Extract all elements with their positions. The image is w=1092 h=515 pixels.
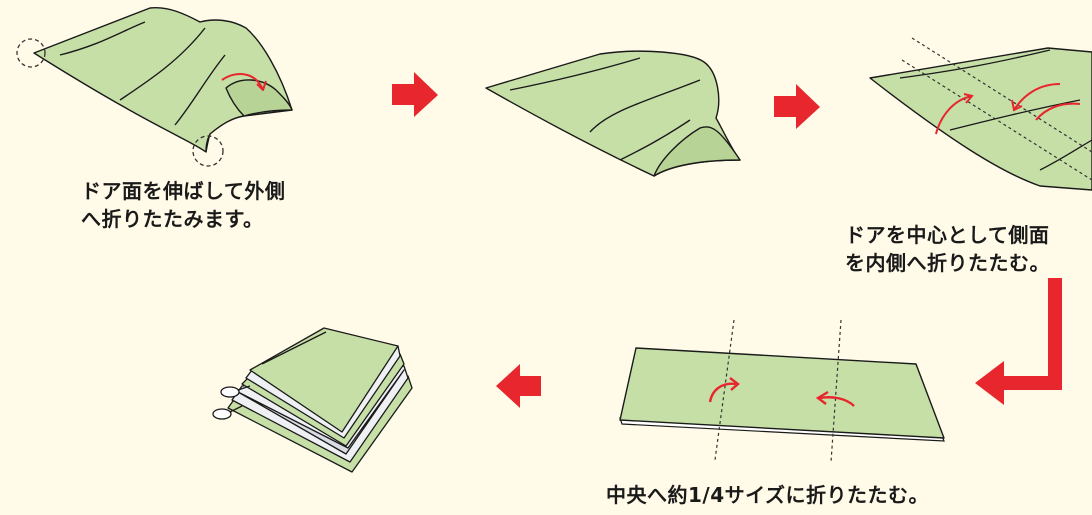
step4-fold-arrows [708,377,855,407]
next-arrow-1 [392,72,438,117]
next-arrow-3 [975,278,1062,405]
next-arrow-2 [774,84,820,129]
step1-caption: ドア面を伸ばして外側 へ折りたたみます。 [81,177,285,233]
step2-sheet-illustration [485,50,741,177]
step1-caption-line2: へ折りたたみます。 [81,207,264,231]
step4-caption-line1: 中央へ約1/4サイズに折りたたむ。 [606,483,930,507]
zipper-pull-1 [220,385,251,398]
step1-sheet [33,6,293,153]
step1-fold-arrow [221,73,264,91]
step3-sheet [869,47,1092,191]
step4-sheet-illustration [619,319,945,463]
step1-sheet-illustration [16,6,293,167]
corner-marker-bottom [192,135,224,167]
step4-sheet [619,347,945,439]
bundle-top-layer [249,327,399,433]
step4-caption: 中央へ約1/4サイズに折りたたむ。 [606,481,929,509]
step3-caption: ドアを中心として側面 を内側へ折りたたむ。 [845,221,1050,277]
step5-bundle-illustration [212,327,413,473]
step1-caption-line1: ドア面を伸ばして外側 [81,179,286,203]
next-arrow-4 [496,364,541,408]
corner-marker-left [16,38,46,68]
step3-caption-line1: ドアを中心として側面 [845,223,1050,247]
step3-fold-lines [901,37,1092,181]
step3-caption-line2: を内側へ折りたたむ。 [845,251,1050,275]
step3-fold-arrows [935,83,1081,135]
zipper-pull-2 [212,405,243,420]
step3-sheet-illustration [869,37,1092,191]
